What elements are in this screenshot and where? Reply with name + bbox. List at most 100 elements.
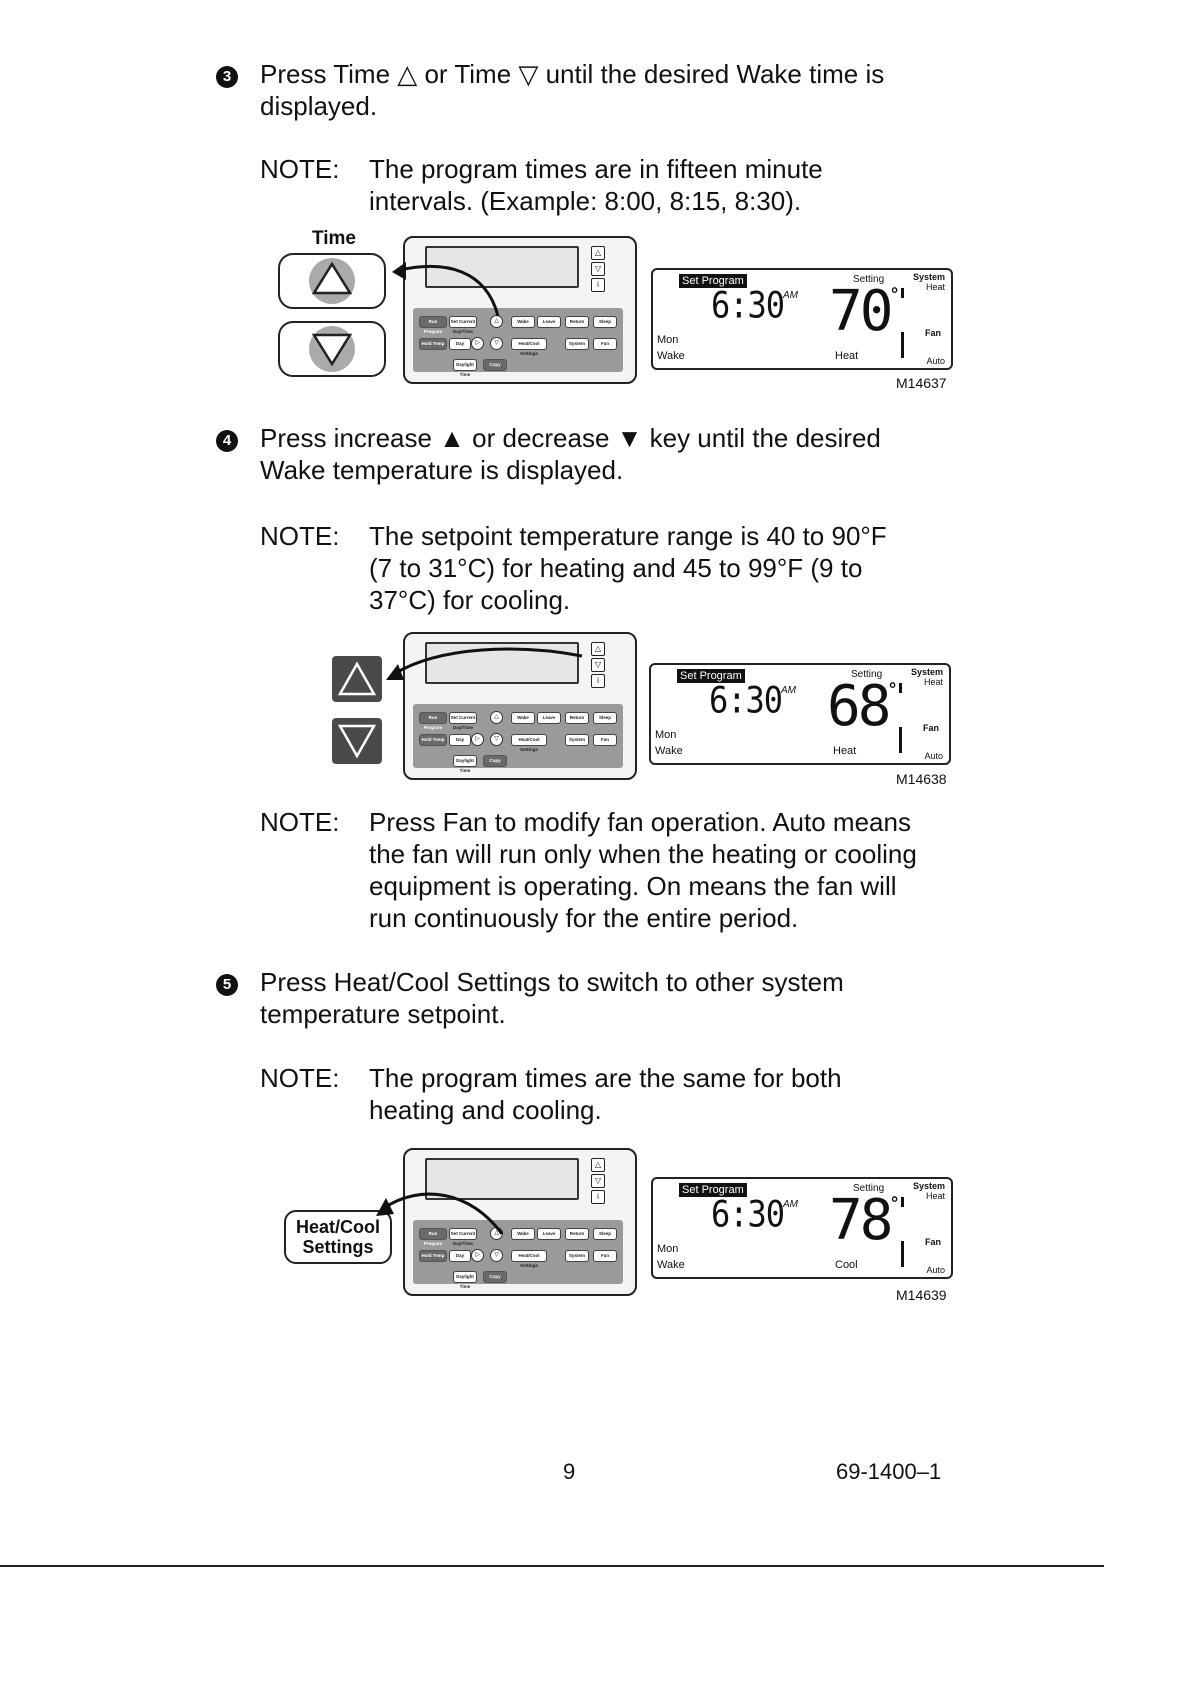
lcd-system-mode: Heat [925,282,945,292]
key-decrease-icon: ▽ [490,733,503,746]
lcd-system-mode: Heat [923,677,943,687]
step-4-text-line2: Wake temperature is displayed. [260,455,624,485]
time-down-icon [311,333,353,367]
lcd-fan-mode: Auto [926,356,945,366]
device-up-arrow-icon: △ [591,642,605,656]
key-day: Day [449,1250,471,1262]
increase-decrease-buttons [332,656,382,764]
pointer-arrow-1 [392,262,500,317]
lcd-time: 6:30 [711,1192,785,1236]
lcd-set-program: Set Program [677,669,745,683]
lcd-indicator-bar [901,1197,904,1207]
lcd-fan: Fan [922,723,939,733]
step-3-note-line2: intervals. (Example: 8:00, 8:15, 8:30). [369,186,802,216]
bottom-rule [0,1565,1104,1567]
step-4-note-line3: 37°C) for cooling. [369,585,571,615]
figure-code: M14639 [896,1287,947,1303]
key-leave: Leave [537,1228,561,1240]
step-5-text-line2: temperature setpoint. [260,999,506,1029]
figure-code: M14638 [896,771,947,787]
lcd-set-program: Set Program [679,1183,747,1197]
time-buttons-illustration [278,253,386,377]
key-day: Day [449,338,471,350]
key-set-current-day-time: Set Current Day/Time [449,1228,477,1246]
key-fan: Fan [593,1250,617,1262]
key-run-program: Run Program [419,316,447,334]
key-sleep: Sleep [593,712,617,724]
degree-icon: ° [891,1193,899,1213]
decrease-icon [337,724,377,759]
lcd-mode: Cool [835,1259,858,1271]
lcd-indicator-bar [899,683,902,693]
key-daylight-time: Daylight Time [453,359,477,377]
key-day: Day [449,734,471,746]
step-5-text-line1: Press Heat/Cool Settings to switch to ot… [260,967,844,997]
heat-cool-settings-callout: Heat/Cool Settings [284,1210,392,1264]
key-hold-temp: Hold Temp [419,1250,447,1262]
lcd-indicator-bar [901,288,904,298]
lcd-time: 6:30 [711,283,785,327]
key-day-forward-icon: ▷ [471,733,484,746]
key-return: Return [565,316,589,328]
device-key-panel: Run Program Hold Temp Set Current Day/Ti… [413,1220,623,1289]
lcd-period: Wake [657,1259,685,1271]
step-number-3: 3 [216,66,238,88]
device-key-panel: Run Program Hold Temp Set Current Day/Ti… [413,308,623,377]
lcd-mode: Heat [833,745,857,757]
step-4-note-line2: (7 to 31°C) for heating and 45 to 99°F (… [369,553,863,583]
step-3-text-line1: Press Time △ or Time ▽ until the desired… [260,59,885,89]
device-info-icon: i [591,1190,605,1204]
lcd-system: System [912,1181,945,1191]
key-fan: Fan [593,734,617,746]
key-sleep: Sleep [593,316,617,328]
step-4-text-line1: Press increase ▲ or decrease ▼ key until… [260,423,881,453]
lcd-temperature: 70 [829,279,893,344]
lcd-fan: Fan [924,1237,941,1247]
key-copy: Copy [483,755,507,767]
key-set-current-day-time: Set Current Day/Time [449,316,477,334]
thermostat-device-2: △ ▽ i Run Program Hold Temp Set Current … [403,632,637,780]
lcd-temperature: 78 [829,1188,893,1253]
degree-icon: ° [889,679,897,699]
lcd-setting: Setting [851,669,883,680]
key-hold-temp: Hold Temp [419,338,447,350]
device-key-panel: Run Program Hold Temp Set Current Day/Ti… [413,704,623,773]
step-5-note-line2: heating and cooling. [369,1095,602,1125]
key-heat-cool-settings: Heat/Cool Settings [511,338,547,356]
key-leave: Leave [537,316,561,328]
fan-note-line3: equipment is operating. On means the fan… [369,871,897,901]
device-info-icon: i [591,278,605,292]
time-callout-label: Time [312,228,357,249]
thermostat-device-1: △ ▽ i Run Program Hold Temp Set Current … [403,236,637,384]
step-4-note-label: NOTE: [260,521,340,551]
key-return: Return [565,1228,589,1240]
step-4-note-line1: The setpoint temperature range is 40 to … [369,521,887,551]
lcd-day: Mon [657,1243,679,1255]
lcd-period: Wake [655,745,683,757]
increase-icon [337,661,377,696]
device-up-arrow-icon: △ [591,246,605,260]
lcd-system-mode: Heat [925,1191,945,1201]
key-day-forward-icon: ▷ [471,337,484,350]
lcd-indicator-bar [899,727,902,753]
key-wake: Wake [511,712,535,724]
lcd-temperature: 68 [827,674,891,739]
key-daylight-time: Daylight Time [453,1271,477,1289]
device-info-icon: i [591,674,605,688]
key-return: Return [565,712,589,724]
lcd-indicator-bar [901,1241,904,1267]
pointer-arrow-2 [386,647,583,680]
page-number: 9 [563,1459,576,1484]
key-system: System [565,1250,589,1262]
key-run-program: Run Program [419,1228,447,1246]
increase-button [332,656,382,702]
key-increase-icon: △ [490,711,503,724]
key-sleep: Sleep [593,1228,617,1240]
key-system: System [565,338,589,350]
step-number-4: 4 [216,430,238,452]
lcd-fan: Fan [924,328,941,338]
key-copy: Copy [483,359,507,371]
pointer-arrow-3 [376,1192,504,1235]
key-decrease-icon: ▽ [490,1249,503,1262]
device-down-arrow-icon: ▽ [591,658,605,672]
